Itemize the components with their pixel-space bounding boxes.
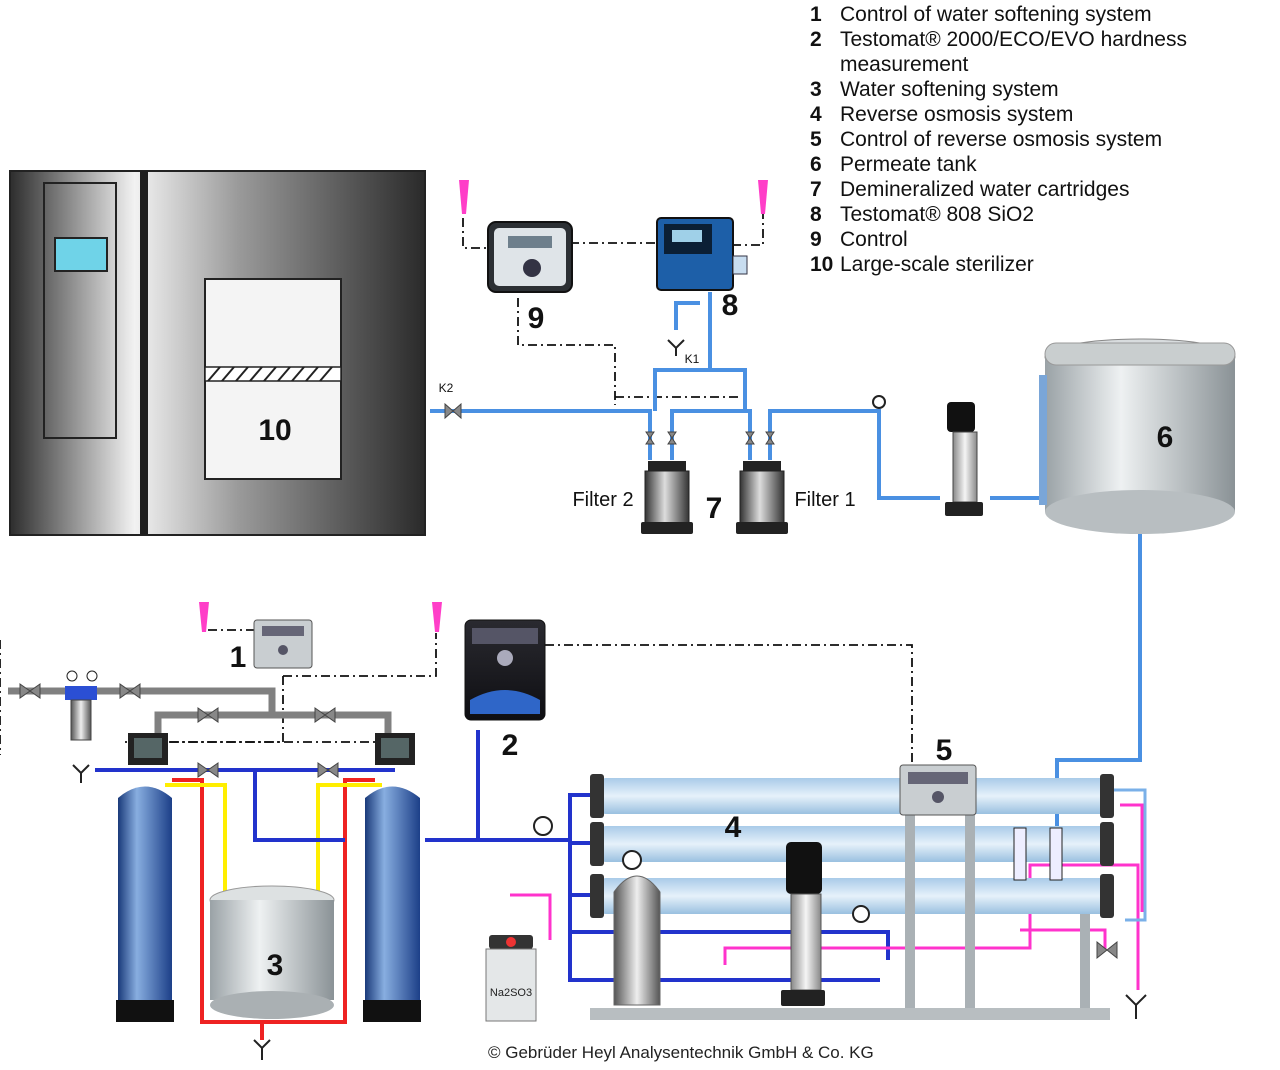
- testomat-2000-analyzer: 2: [464, 619, 546, 762]
- label-7: 7: [706, 492, 723, 525]
- flow-meters: [1013, 827, 1063, 881]
- permeate-tank: 6: [1039, 338, 1236, 534]
- softener-column-right: [363, 733, 421, 1022]
- reverse-osmosis-system: 4: [590, 774, 1114, 1020]
- label-1: 1: [230, 641, 247, 674]
- softener-control-unit-1: 1: [230, 619, 313, 674]
- k2-label: K2: [439, 381, 454, 395]
- softener-column-left: [116, 733, 174, 1022]
- drain-symbols: [72, 339, 1147, 1060]
- regeneration-lines: [165, 783, 382, 893]
- ro-control-unit-5: 5: [899, 734, 977, 816]
- brine-lines: [172, 778, 375, 1040]
- pressure-vessel: [613, 875, 661, 1006]
- demineralized-water-cartridges: Filter 2 Filter 1 7: [572, 461, 856, 534]
- sterilizer-display: [54, 237, 108, 272]
- label-2: 2: [502, 729, 519, 762]
- large-scale-sterilizer: 10: [9, 170, 426, 536]
- chemical-label: Na2SO3: [490, 987, 532, 999]
- valves: [19, 402, 1118, 960]
- high-pressure-pump: [781, 842, 825, 1006]
- label-4: 4: [725, 811, 742, 844]
- ro-permeate-lines: [1110, 788, 1147, 922]
- label-8: 8: [722, 289, 739, 322]
- chemical-dosing-container: Na2SO3: [485, 935, 537, 1022]
- filter-1-cartridge: [736, 461, 788, 534]
- k1-label: K1: [685, 352, 700, 366]
- label-9: 9: [528, 302, 545, 335]
- brine-tank: 3: [209, 885, 335, 1019]
- signal-lines: [0, 210, 913, 768]
- filter-1-label: Filter 1: [794, 489, 855, 511]
- label-10: 10: [258, 414, 291, 447]
- filter-2-label: Filter 2: [572, 489, 633, 511]
- filter-2-cartridge: [641, 461, 693, 534]
- label-3: 3: [267, 949, 284, 982]
- label-5: 5: [936, 734, 953, 767]
- permeate-lines: [430, 292, 1142, 910]
- permeate-pump: [945, 402, 983, 516]
- pressure-gauges: [533, 395, 886, 923]
- control-unit-9: 9: [487, 221, 573, 335]
- label-6: 6: [1157, 421, 1174, 454]
- testomat-808-analyzer: 8: [656, 217, 748, 322]
- copyright-notice: © Gebrüder Heyl Analysentechnik GmbH & C…: [488, 1043, 874, 1062]
- pre-filter: [65, 670, 98, 741]
